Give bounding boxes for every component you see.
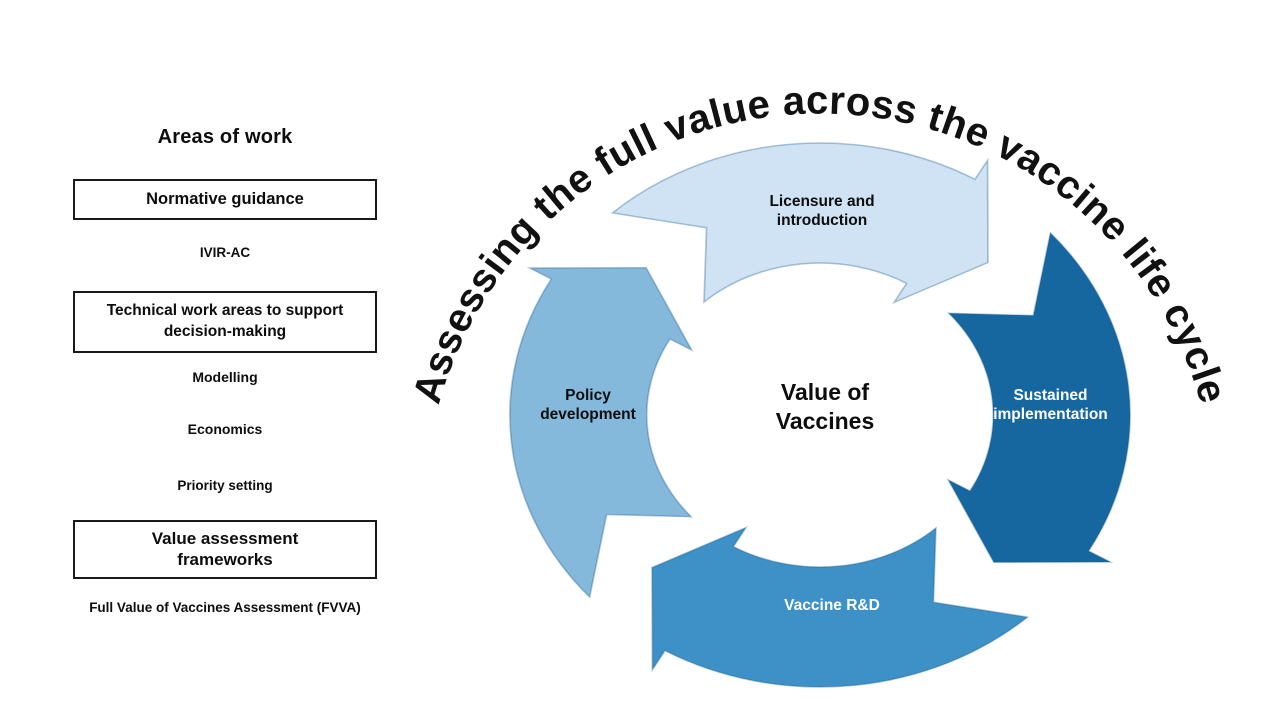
label-vaccine-rd: Vaccine R&D bbox=[784, 597, 880, 614]
panel-heading: Areas of work bbox=[157, 126, 293, 148]
label-licensure-and-introduction: Licensure and introduction bbox=[769, 193, 875, 230]
sidebar-item-ivir-ac: IVIR-AC bbox=[199, 245, 251, 260]
segment-policy-development bbox=[509, 266, 694, 599]
sidebar-item-modelling: Modelling bbox=[192, 369, 258, 385]
segment-licensure-and-introduction bbox=[610, 142, 989, 305]
vaccine-lifecycle-diagram: Assessing the full value across the vacc… bbox=[405, 79, 1235, 688]
sidebar-item-technical-work-areas: Technical work areas to support decision… bbox=[73, 291, 377, 353]
label-policy-development: Policy development bbox=[540, 387, 636, 424]
cycle-center-label: Value of Vaccines bbox=[775, 379, 875, 434]
areas-of-work-panel: Areas of work Normative guidance IVIR-AC… bbox=[0, 0, 400, 720]
sidebar-item-normative-guidance: Normative guidance bbox=[73, 179, 377, 220]
segment-vaccine-rd bbox=[651, 525, 1030, 688]
sidebar-item-economics: Economics bbox=[187, 421, 263, 437]
sidebar-item-fvva: Full Value of Vaccines Assessment (FVVA) bbox=[89, 600, 361, 615]
label-sustained-implementation: Sustained implementation bbox=[993, 387, 1108, 424]
segment-sustained-implementation bbox=[946, 231, 1131, 564]
sidebar-item-value-assessment-frameworks: Value assessment frameworks bbox=[73, 520, 377, 579]
sidebar-item-priority-setting: Priority setting bbox=[177, 478, 273, 493]
